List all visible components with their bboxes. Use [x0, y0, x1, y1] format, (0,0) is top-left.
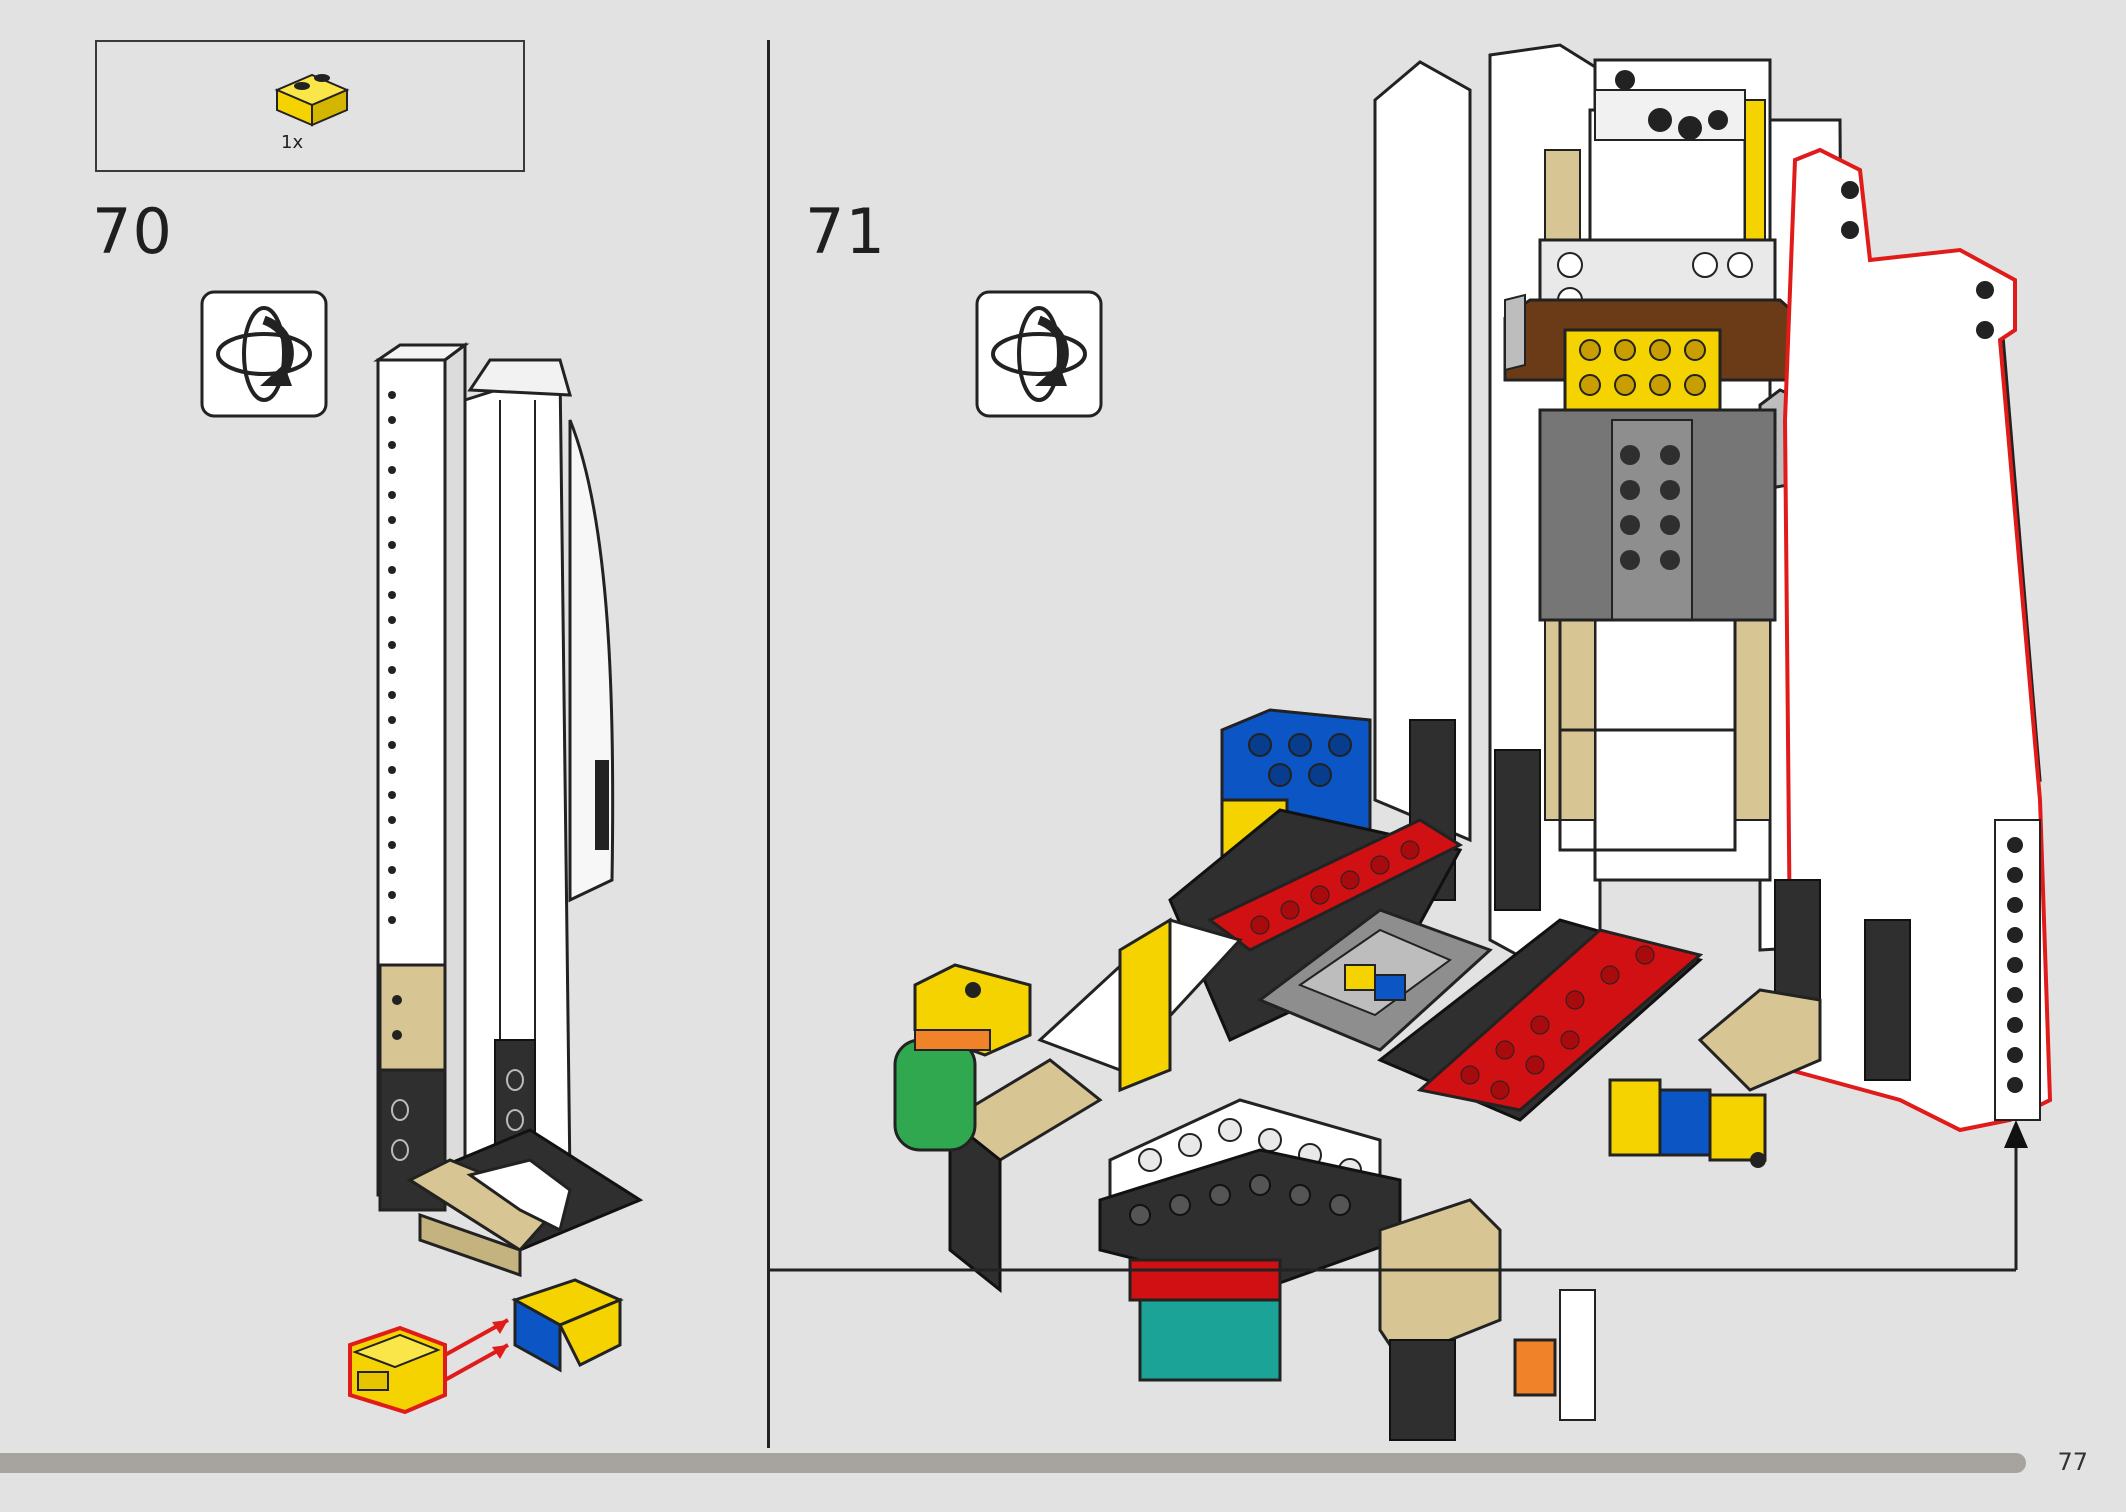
parts-list-box: 1x	[95, 40, 525, 172]
rotate-model-icon	[200, 290, 328, 418]
rotate-model-icon	[975, 290, 1103, 418]
part-quantity: 1x	[281, 132, 304, 153]
progress-bar	[0, 1453, 2026, 1473]
yellow-brick-1x2-icon	[274, 73, 350, 127]
page-number: 77	[2057, 1448, 2088, 1476]
step-number-71: 71	[805, 195, 886, 268]
step-divider	[767, 40, 770, 1448]
step-number-70: 70	[92, 195, 173, 268]
